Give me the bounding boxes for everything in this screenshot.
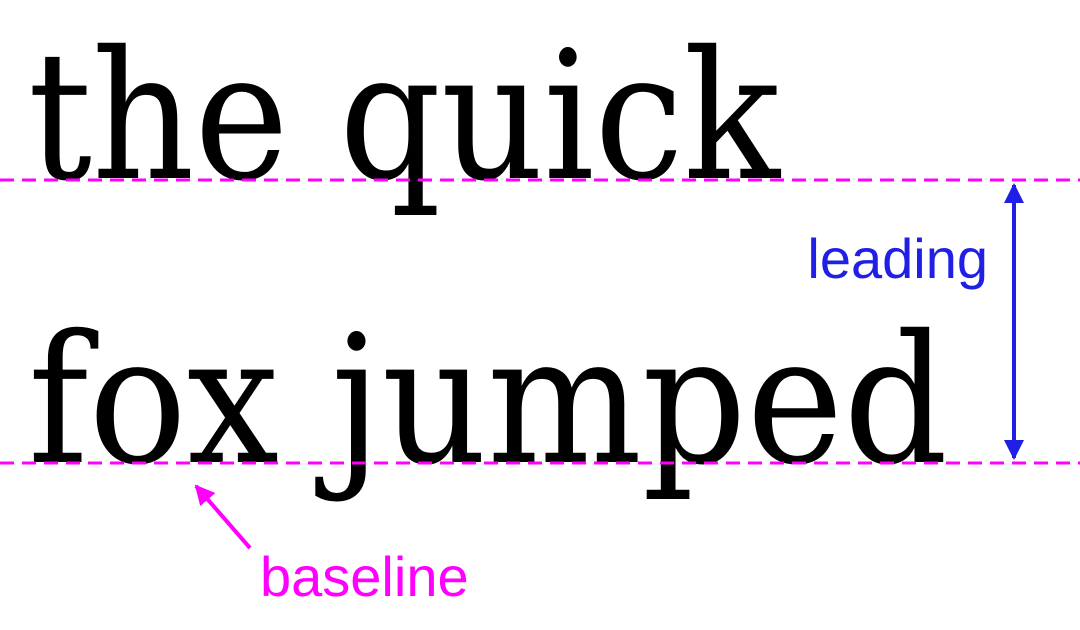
baseline-label: baseline (260, 545, 469, 608)
text-line-2: fox jumped (28, 297, 948, 504)
baseline-pointer-arrow (194, 484, 252, 550)
leading-label: leading (807, 227, 988, 290)
text-line-1: the quick (28, 13, 782, 220)
